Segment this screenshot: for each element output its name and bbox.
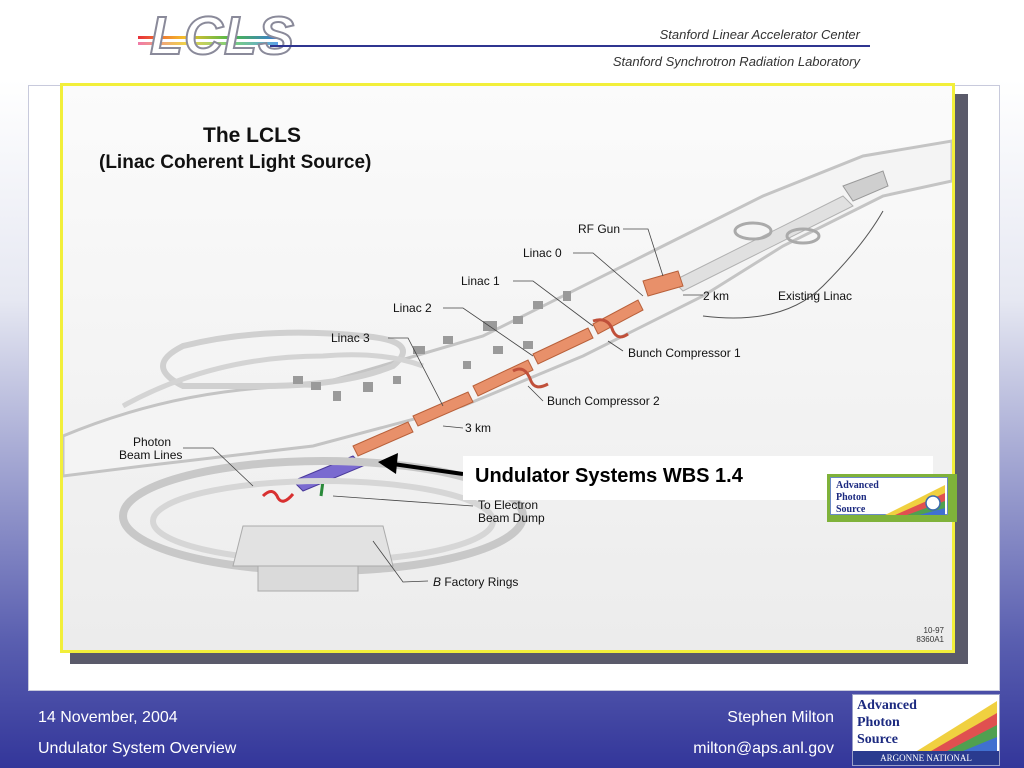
aps-badge: Advanced Photon Source	[827, 474, 957, 522]
label-photon-2: Beam Lines	[119, 448, 183, 462]
existing-linac	[672, 195, 854, 292]
end-block	[842, 170, 889, 202]
header: LCLS Stanford Linear Accelerator Center …	[0, 0, 1024, 80]
diagram-title: The LCLS	[203, 124, 301, 147]
label-bunch-compressor-2: Bunch Compressor 2	[547, 394, 660, 408]
buildings	[293, 291, 571, 401]
footer-date: 14 November, 2004	[38, 709, 178, 726]
aps-footer-lab: ARGONNE NATIONAL LABORATORY	[853, 751, 999, 768]
label-linac3: Linac 3	[331, 331, 370, 345]
existing-linac-bracket	[702, 210, 884, 319]
label-bunch-compressor-1: Bunch Compressor 1	[628, 346, 741, 360]
institution-slac: Stanford Linear Accelerator Center	[659, 27, 860, 42]
diagram-subtitle: (Linac Coherent Light Source)	[99, 152, 372, 173]
terrain-outline	[63, 139, 952, 478]
label-2km: 2 km	[703, 289, 730, 303]
ring-small	[785, 227, 821, 245]
aps-badge-line: Advanced	[836, 480, 879, 491]
road-loop	[160, 329, 406, 389]
leader-lines	[183, 228, 703, 583]
lcls-diagram	[63, 139, 952, 592]
aps-footer-line: Source	[857, 732, 898, 747]
label-existing-linac: Existing Linac	[778, 289, 853, 303]
label-b-factory-rest: Factory Rings	[441, 575, 519, 589]
bunch-compressor-1	[592, 318, 629, 339]
label-b-factory: B Factory Rings	[433, 575, 518, 589]
b-factory-block	[257, 565, 359, 592]
footer-email: milton@aps.anl.gov	[693, 740, 834, 757]
aps-footer-rainbow-icon	[917, 701, 997, 751]
aps-footer-name: Advanced Photon Source	[857, 697, 917, 748]
aps-footer-line: Photon	[857, 715, 900, 730]
aps-badge-line: Photon	[836, 492, 867, 503]
lcls-logo: LCLS	[149, 5, 295, 67]
label-photon-1: Photon	[133, 435, 172, 449]
aps-rainbow-icon	[885, 485, 945, 515]
footer-author: Stephen Milton	[727, 709, 834, 726]
label-linac2: Linac 2	[393, 301, 432, 315]
bunch-compressor-2	[512, 367, 549, 389]
label-3km: 3 km	[465, 421, 492, 435]
callout-text: Undulator Systems WBS 1.4	[475, 465, 743, 487]
lcls-figure: The LCLS (Linac Coherent Light Source) R…	[60, 83, 957, 653]
aps-footer-line: Advanced	[857, 698, 917, 713]
label-electron-dump-1: To Electron	[478, 498, 539, 512]
aps-footer-logo: Advanced Photon Source ARGONNE NATIONAL …	[852, 694, 1000, 768]
aps-badge-inner: Advanced Photon Source	[830, 477, 948, 515]
callout-arrow-head	[378, 453, 398, 474]
label-b-factory-prefix: B	[433, 575, 442, 589]
aps-badge-text: Advanced Photon Source	[836, 480, 879, 516]
callout-arrow-line	[392, 462, 464, 476]
logo-stripe	[138, 42, 278, 45]
label-electron-dump-2: Beam Dump	[478, 511, 545, 525]
road	[121, 352, 424, 409]
label-linac0: Linac 0	[523, 246, 562, 260]
label-rf-gun: RF Gun	[578, 222, 621, 236]
photon-beam-lines	[261, 490, 295, 503]
b-factory-building	[232, 525, 394, 567]
institution-ssrl: Stanford Synchrotron Radiation Laborator…	[612, 54, 860, 69]
label-linac1: Linac 1	[461, 274, 500, 288]
ring-small	[733, 221, 773, 241]
logo-stripe	[138, 36, 278, 39]
footer-subtitle: Undulator System Overview	[38, 740, 237, 757]
header-divider	[270, 45, 870, 47]
figure-code-1: 10-97	[923, 626, 944, 635]
aps-badge-line: Source	[836, 504, 866, 515]
figure-code-2: 8360A1	[916, 635, 944, 644]
